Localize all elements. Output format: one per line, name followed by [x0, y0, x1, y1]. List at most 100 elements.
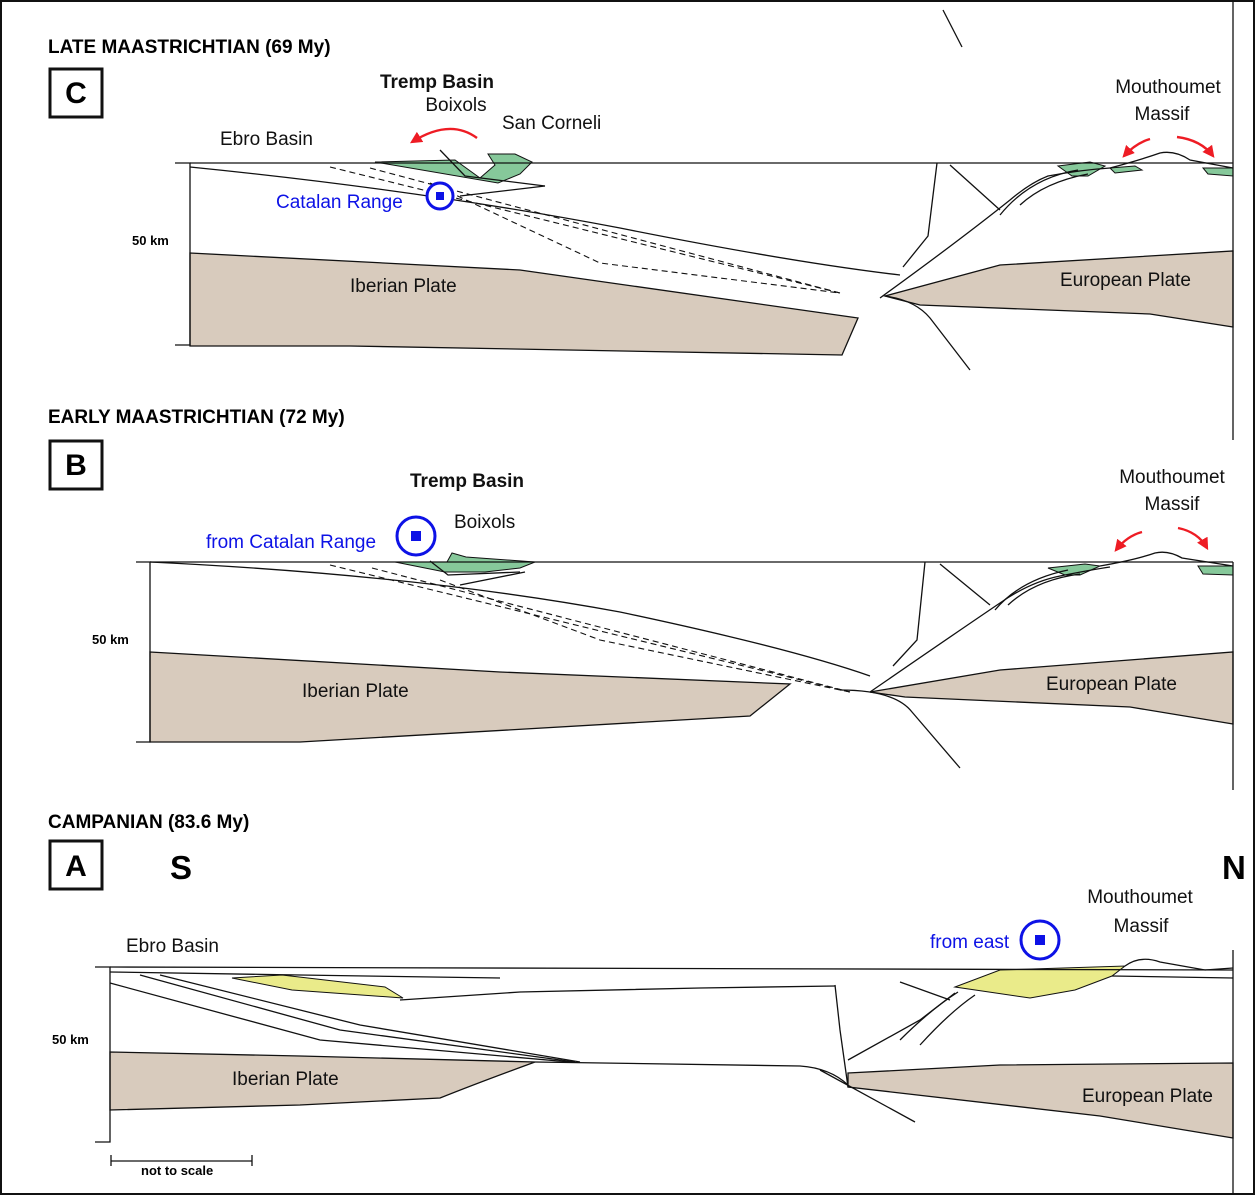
massif-label-a-1: Mouthoumet — [1087, 887, 1193, 908]
source-label-a: from east — [930, 932, 1010, 953]
top-tick-c — [942, 9, 963, 48]
european-plate-label-c: European Plate — [1060, 270, 1191, 291]
panel-a-letter-box — [48, 839, 104, 891]
north-sediment-b — [1197, 565, 1234, 576]
iberian-plate-a — [109, 1051, 536, 1111]
ebro-sediment-a — [231, 974, 404, 999]
surface-a2 — [109, 971, 501, 979]
massif-label-b-1: Mouthoumet — [1119, 467, 1225, 488]
circled-square-icon — [1019, 919, 1061, 961]
north-fault-b — [939, 563, 991, 606]
north-thrust-a1 — [847, 992, 956, 1061]
dashed-ramp-b2 — [371, 567, 851, 693]
circled-square-icon — [425, 181, 455, 211]
curved-arrow-icon — [1122, 137, 1151, 158]
north-thrust-3-b — [1007, 573, 1081, 606]
source-label-c: Catalan Range — [276, 192, 403, 213]
base-a — [534, 1061, 849, 1086]
circled-square-icon — [395, 515, 437, 557]
axis-a — [95, 966, 111, 1143]
dashed-ramp-c1 — [329, 166, 841, 294]
tremp-sediment-c — [374, 153, 533, 184]
north-fault-a — [899, 981, 951, 1001]
panel-c-letter-box — [48, 67, 104, 119]
flat-a — [399, 985, 836, 1001]
surface-a — [109, 966, 1234, 971]
depth-label-b: 50 km — [92, 632, 129, 647]
iberian-plate-label-c: Iberian Plate — [350, 276, 457, 297]
thrust-3-b — [459, 571, 526, 586]
vertical-fault-a — [834, 984, 849, 1088]
north-label: N — [1222, 849, 1246, 886]
curved-arrow-icon — [1177, 526, 1209, 551]
boixols-label-c: Boixols — [425, 95, 486, 116]
panel-b-letter-box — [48, 439, 104, 491]
curved-arrow-icon — [1176, 135, 1215, 158]
axis-b — [136, 561, 151, 743]
dashed-ramp-b3 — [439, 579, 851, 693]
slab-top-b — [839, 689, 961, 769]
massif-surface-b — [1099, 551, 1234, 567]
north-thrust-1-c — [879, 167, 1111, 299]
curved-arrow-icon — [409, 127, 478, 144]
thrust-1-c — [189, 166, 901, 276]
mouthoumet-sediment-c2 — [1108, 165, 1144, 174]
north-thrust-1-b — [869, 566, 1111, 693]
ebro-basin-label-c: Ebro Basin — [220, 129, 313, 150]
massif-label-c-1: Mouthoumet — [1115, 77, 1221, 98]
tremp-basin-label-b: Tremp Basin — [410, 471, 524, 492]
source-label-b: from Catalan Range — [206, 532, 376, 553]
dashed-ramp-c3 — [429, 182, 841, 294]
massif-label-c-2: Massif — [1135, 104, 1191, 125]
vertical-fault-b — [892, 561, 926, 667]
north-thrust-a2 — [899, 991, 959, 1041]
depth-label-a: 50 km — [52, 1032, 89, 1047]
depth-label-c: 50 km — [132, 233, 169, 248]
slab-top-c — [884, 295, 971, 371]
panel-c: LATE MAASTRICHTIAN (69 My) C Ebro Ba — [48, 0, 1234, 440]
massif-surface-c — [1109, 151, 1234, 169]
massif-label-b-2: Massif — [1145, 494, 1201, 515]
north-thrust-a3 — [919, 994, 976, 1046]
thrust-2-b — [429, 560, 521, 576]
vertical-fault-c — [902, 162, 938, 268]
european-plate-label-b: European Plate — [1046, 674, 1177, 695]
panel-a: CAMPANIAN (83.6 My) A S N Ebro Basin fro… — [48, 812, 1246, 1195]
iberian-plate-label-a: Iberian Plate — [232, 1069, 339, 1090]
ebro-basin-label-a: Ebro Basin — [126, 936, 219, 957]
european-plate-label-a: European Plate — [1082, 1086, 1213, 1107]
slab-a — [819, 1069, 916, 1123]
scale-bar — [110, 1155, 253, 1166]
north-sediment-c — [1201, 167, 1234, 177]
east-sediment-a — [953, 965, 1127, 999]
axis-c — [175, 162, 191, 346]
san-corneli-label-c: San Corneli — [502, 113, 601, 134]
thrust-3-c — [459, 185, 546, 197]
north-thrust-2-c — [999, 169, 1079, 216]
tremp-basin-label-c: Tremp Basin — [380, 72, 494, 93]
thrust-1-b — [149, 561, 871, 677]
north-fault-c — [949, 164, 1001, 211]
iberian-plate-c — [189, 252, 859, 356]
scale-bar-label: not to scale — [141, 1163, 213, 1178]
south-label: S — [170, 849, 192, 886]
massif-surface-a2 — [1111, 975, 1234, 979]
panel-b-title: EARLY MAASTRICHTIAN (72 My) — [48, 407, 345, 428]
panel-c-letter: C — [65, 77, 87, 110]
ramp-a2 — [139, 974, 576, 1063]
massif-surface-a — [1124, 958, 1234, 971]
north-thrust-3-c — [1019, 173, 1089, 206]
curved-arrow-icon — [1114, 530, 1143, 552]
panel-a-letter: A — [65, 850, 87, 883]
panel-b: EARLY MAASTRICHTIAN (72 My) B Tremp Basi… — [48, 407, 1234, 790]
panel-c-title: LATE MAASTRICHTIAN (69 My) — [48, 37, 331, 58]
massif-label-a-2: Massif — [1114, 916, 1170, 937]
ramp-a1 — [109, 982, 571, 1063]
north-thrust-2-b — [994, 569, 1069, 611]
boixols-label-b: Boixols — [454, 512, 515, 533]
thrust-2-c — [439, 149, 546, 187]
iberian-plate-label-b: Iberian Plate — [302, 681, 409, 702]
